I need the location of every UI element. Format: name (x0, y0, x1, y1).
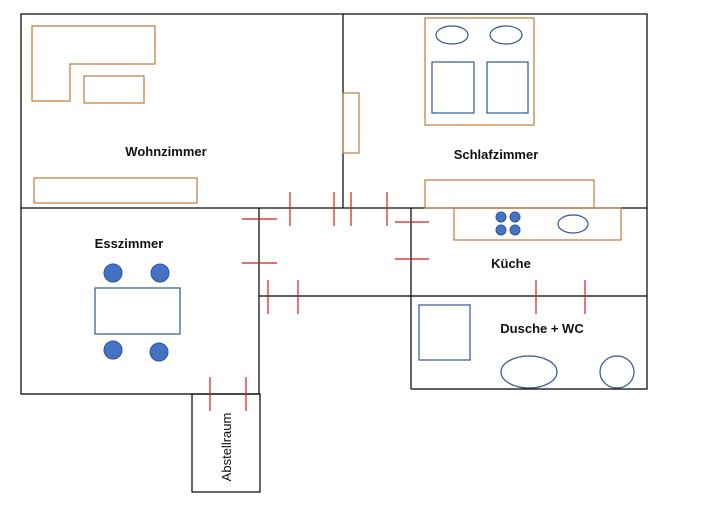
filled-fixtures (103, 211, 521, 362)
sofa-icon (31, 25, 156, 102)
dresser-icon (342, 92, 360, 154)
room-label-kitchen: Küche (491, 256, 531, 271)
walls (20, 13, 648, 493)
washbasin-icon (500, 355, 558, 389)
mattress-icon (486, 61, 529, 114)
shower-tray-icon (418, 304, 471, 361)
room-label-bedroom: Schlafzimmer (454, 147, 539, 162)
kitchen-counter-icon (453, 207, 622, 241)
stove-burner-icon (509, 224, 521, 236)
sink-icon (557, 214, 589, 234)
doors (209, 192, 586, 411)
bed-icon (424, 17, 535, 126)
pillow-icon (435, 25, 469, 45)
stove-burner-icon (495, 224, 507, 236)
toilet-icon (599, 355, 635, 389)
pillow-icon (489, 25, 523, 45)
chair-icon (103, 263, 123, 283)
dining-table-icon (94, 287, 181, 335)
chair-icon (150, 263, 170, 283)
stove-burner-icon (509, 211, 521, 223)
fixtures (94, 25, 635, 389)
coffee-table-icon (83, 75, 145, 104)
room-label-dining: Esszimmer (95, 236, 164, 251)
dining-room-walls (20, 208, 260, 395)
room-label-living: Wohnzimmer (125, 144, 206, 159)
storage-room-walls (191, 393, 261, 493)
room-label-storage: Abstellraum (219, 413, 234, 482)
chair-icon (149, 342, 169, 362)
bath-walls (411, 208, 648, 390)
sideboard-icon (33, 177, 198, 204)
room-label-bath: Dusche + WC (500, 321, 584, 336)
chair-icon (103, 340, 123, 360)
wardrobe-icon (424, 179, 595, 209)
furniture (31, 17, 622, 241)
upper-wall-outline (20, 13, 648, 209)
stove-burner-icon (495, 211, 507, 223)
mattress-icon (431, 61, 475, 114)
